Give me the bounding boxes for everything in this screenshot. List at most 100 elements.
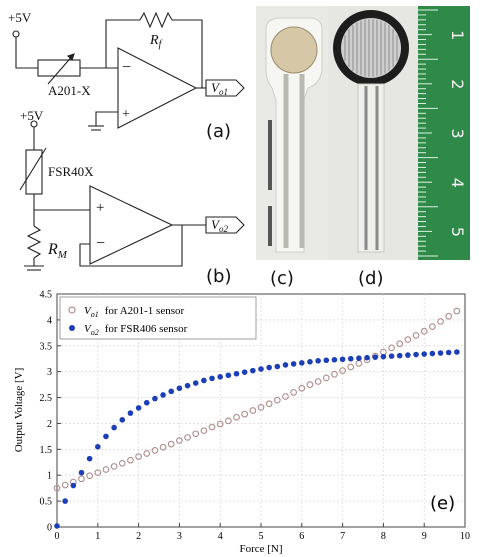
photo-d: (d) — [328, 6, 418, 289]
data-point — [445, 312, 453, 320]
feedback-wire-b — [79, 225, 183, 267]
data-point — [208, 423, 216, 431]
panel-label-d: (d) — [358, 268, 383, 289]
data-point — [159, 443, 167, 451]
data-point — [250, 367, 256, 374]
data-point — [420, 327, 428, 335]
data-point — [282, 393, 289, 400]
data-point — [347, 363, 355, 371]
legend-marker-series-2 — [69, 325, 75, 331]
sensor-a201 — [37, 59, 81, 77]
panel-label-e: (e) — [430, 493, 455, 514]
opamp-a-plus: + — [122, 107, 130, 122]
data-point — [86, 472, 93, 480]
data-point — [233, 370, 240, 377]
data-point — [429, 323, 436, 330]
data-point — [282, 362, 289, 368]
wire — [95, 111, 118, 126]
y-tick-label: 4.5 — [40, 290, 53, 301]
data-point — [314, 378, 322, 385]
data-point — [192, 380, 199, 386]
y-tick-label: 0 — [47, 523, 52, 534]
resistor-rm — [26, 225, 42, 259]
data-point — [143, 450, 151, 457]
x-tick-label: 7 — [340, 531, 345, 542]
opamp-a — [117, 47, 198, 129]
data-point — [62, 498, 68, 504]
data-point — [265, 400, 273, 408]
data-series — [53, 307, 461, 529]
y-tick-label: 0.5 — [40, 497, 53, 508]
grid — [57, 294, 465, 527]
x-tick-label: 10 — [460, 531, 470, 542]
series-2 — [54, 349, 460, 529]
y-tick-label: 2 — [47, 419, 52, 430]
x-tick-label: 4 — [218, 531, 223, 542]
data-point — [53, 484, 61, 492]
data-point — [437, 318, 444, 325]
data-point — [249, 407, 257, 414]
panel-label-c: (c) — [270, 268, 294, 289]
y-tick-label: 1.5 — [40, 445, 53, 456]
rf-label: Rf — [149, 33, 163, 50]
data-point — [241, 369, 248, 375]
data-point — [127, 456, 134, 464]
fsr-grid — [344, 19, 398, 77]
data-point — [176, 385, 183, 392]
data-point — [209, 375, 215, 382]
a201-sensing-disc — [270, 26, 318, 74]
data-point — [110, 463, 118, 470]
ruler-ticks — [418, 9, 438, 257]
data-point — [413, 351, 419, 358]
data-point — [192, 430, 200, 438]
legend-marker-series-1 — [68, 306, 76, 314]
data-point — [396, 340, 404, 348]
data-point — [331, 356, 338, 363]
data-point — [127, 410, 134, 416]
x-tick-label: 2 — [136, 531, 141, 542]
opamp-b — [89, 185, 174, 265]
fsr-tail — [357, 83, 385, 253]
variable-arrow-icon — [19, 147, 47, 191]
x-tick-label: 9 — [422, 531, 427, 542]
x-tick-label: 8 — [381, 531, 386, 542]
circuit-b — [19, 120, 245, 271]
data-point — [216, 420, 224, 428]
y-tick-label: 3.5 — [40, 341, 53, 352]
data-point — [306, 381, 314, 388]
output-tag-b — [205, 216, 245, 234]
wire — [172, 19, 203, 88]
data-point — [143, 399, 150, 406]
data-point — [241, 410, 249, 418]
data-point — [70, 482, 77, 489]
x-tick-label: 0 — [55, 531, 60, 542]
sensor-label-b: FSR40X — [48, 164, 94, 179]
data-point — [176, 437, 183, 444]
data-point — [135, 453, 142, 460]
data-point — [111, 424, 117, 431]
data-point — [266, 364, 272, 371]
data-point — [86, 455, 93, 462]
data-point — [339, 356, 346, 363]
data-point — [453, 307, 461, 315]
photo-c: (c) — [256, 6, 328, 289]
data-point — [78, 475, 85, 483]
ruler-digit: 2 — [448, 79, 467, 89]
data-point — [233, 413, 240, 421]
arrow-head-icon — [66, 53, 75, 62]
a201-substrate — [265, 17, 323, 253]
data-point — [454, 349, 460, 355]
y-axis-label: Output Voltage [V] — [13, 368, 25, 453]
output-tag-a — [205, 79, 245, 97]
a201-print-strip — [268, 206, 272, 246]
data-point — [290, 389, 297, 396]
x-tick-label: 5 — [259, 531, 264, 542]
variable-arrow-icon — [47, 53, 75, 85]
supply-terminal-a — [12, 30, 20, 38]
data-point — [184, 434, 191, 441]
opamp-b-minus: − — [96, 235, 105, 252]
data-point — [405, 352, 411, 358]
data-point — [347, 355, 354, 362]
